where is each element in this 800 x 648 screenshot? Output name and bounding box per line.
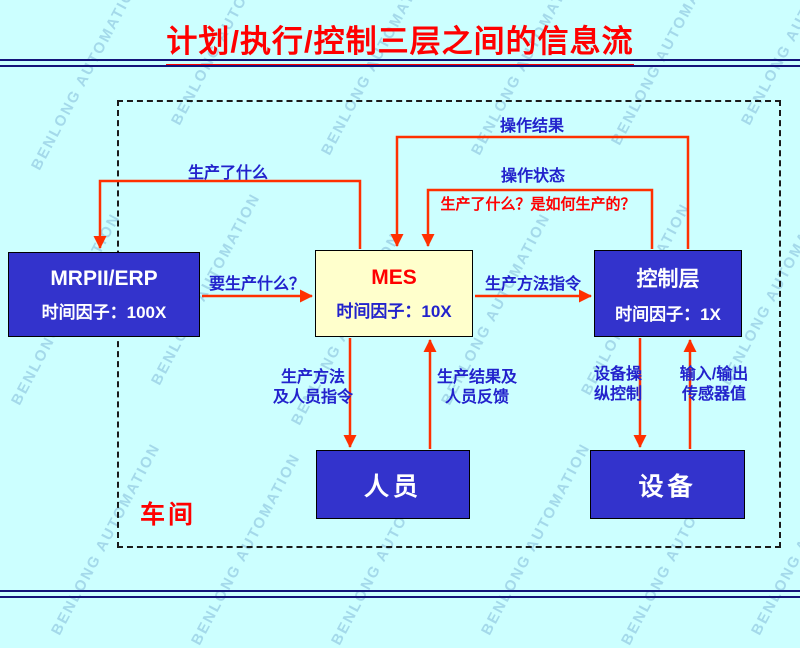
label-what-produced: 生产了什么 — [187, 165, 269, 182]
mrp-erp-box: MRPII/ERP 时间因子：100X — [8, 252, 200, 337]
label-equipment-control: 设备操 纵控制 — [558, 365, 678, 405]
label-method-personnel-command-line1: 生产方法 — [280, 369, 345, 386]
label-equipment-control-line1: 设备操 — [593, 366, 642, 383]
label-result-feedback-line2: 人员反馈 — [444, 389, 509, 406]
workshop-label: 车间 — [140, 501, 197, 529]
control-layer-label: 控制层 — [636, 267, 700, 291]
mes-label: MES — [371, 265, 417, 289]
equipment-box: 设备 — [590, 450, 745, 519]
label-method-personnel-command: 生产方法 及人员指令 — [253, 368, 373, 408]
mrp-erp-time-factor: 时间因子：100X — [41, 302, 167, 322]
label-what-to-produce: 要生产什么？ — [208, 276, 306, 293]
label-result-feedback: 生产结果及 人员反馈 — [417, 368, 537, 408]
label-operation-result: 操作结果 — [499, 118, 565, 135]
personnel-label: 人员 — [363, 472, 422, 501]
label-production-method-command: 生产方法指令 — [484, 276, 582, 293]
control-layer-box: 控制层 时间因子：1X — [594, 250, 742, 337]
label-io-sensor-line1: 输入/输出 — [679, 366, 749, 383]
top-double-rule-1 — [0, 59, 800, 61]
label-method-personnel-command-line2: 及人员指令 — [272, 389, 353, 406]
mes-box: MES 时间因子：10X — [315, 250, 473, 337]
mes-time-factor: 时间因子：10X — [336, 301, 452, 321]
label-result-feedback-line1: 生产结果及 — [436, 369, 517, 386]
control-layer-time-factor: 时间因子：1X — [615, 304, 721, 324]
mrp-erp-label: MRPII/ERP — [50, 266, 158, 290]
label-operation-status: 操作状态 — [500, 168, 566, 185]
bottom-double-rule-1 — [0, 590, 800, 592]
label-what-and-how-produced: 生产了什么？是如何生产的？ — [440, 196, 636, 213]
top-double-rule-2 — [0, 65, 800, 67]
label-equipment-control-line2: 纵控制 — [593, 386, 642, 403]
bottom-double-rule-2 — [0, 596, 800, 598]
equipment-label: 设备 — [638, 472, 697, 501]
label-io-sensor: 输入/输出 传感器值 — [654, 365, 774, 405]
label-io-sensor-line2: 传感器值 — [681, 386, 746, 403]
personnel-box: 人员 — [316, 450, 470, 519]
